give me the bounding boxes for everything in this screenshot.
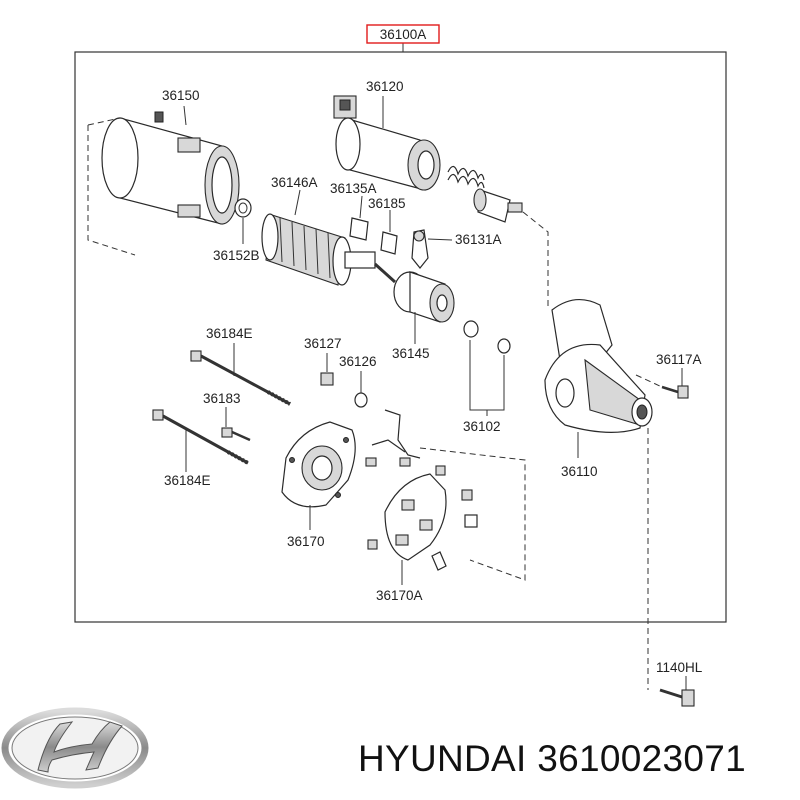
overrunning-clutch-part (393, 271, 455, 323)
screw-36183-part (221, 427, 251, 442)
bolt-1140hl-part (659, 688, 695, 707)
label-36145: 36145 (392, 346, 430, 361)
label-1140HL: 1140HL (656, 660, 703, 675)
plate-36135a-part (349, 217, 369, 241)
brand-part-number: HYUNDAI 3610023071 (358, 738, 746, 780)
label-36150: 36150 (162, 88, 200, 103)
solenoid-part (333, 95, 441, 191)
label-36184E-bottom: 36184E (164, 473, 211, 488)
label-36183: 36183 (203, 391, 241, 406)
shift-lever-part (411, 229, 429, 269)
plunger-part (473, 188, 523, 223)
through-bolt-bottom-part (152, 409, 249, 465)
label-36146A: 36146A (271, 175, 318, 190)
leader-36102 (469, 340, 505, 416)
label-36102: 36102 (463, 419, 501, 434)
label-36126: 36126 (339, 354, 377, 369)
label-36120: 36120 (366, 79, 404, 94)
brand-name: HYUNDAI (358, 738, 527, 779)
dash-plunger (522, 211, 549, 308)
label-36170A: 36170A (376, 588, 423, 603)
hyundai-logo (1, 707, 149, 789)
armature-part (261, 213, 397, 286)
label-36110: 36110 (561, 464, 598, 479)
plate-36185-part (380, 231, 398, 255)
leader-36131A (427, 238, 453, 241)
snap-ring-part (497, 338, 511, 354)
brush-lead-part (365, 409, 421, 467)
assembly-number: 36100A (380, 27, 427, 42)
assembly-frame (74, 51, 727, 623)
dash-brush (419, 447, 526, 581)
rear-bracket-part (281, 421, 356, 508)
label-36170: 36170 (287, 534, 325, 549)
brush-36170a-a-part (461, 489, 473, 501)
label-36131A: 36131A (455, 232, 502, 247)
brush-36170a-c-part (367, 539, 378, 550)
label-36117A: 36117A (656, 352, 702, 367)
leader-36135A (359, 195, 363, 219)
brush-36170a-b-part (464, 514, 478, 528)
label-36184E-top: 36184E (206, 326, 253, 341)
brush-holder-part (384, 465, 447, 561)
leader-36146A (294, 189, 301, 216)
part-number: 3610023071 (537, 738, 746, 779)
brush-spring-part (431, 551, 447, 571)
washer-36126-part (354, 392, 368, 408)
dash-yoke (87, 117, 136, 256)
yoke-housing-part (101, 111, 240, 225)
label-36152B: 36152B (213, 248, 260, 263)
label-36185: 36185 (368, 196, 406, 211)
stop-ring-part (463, 320, 479, 338)
assembly-number-box (366, 24, 440, 44)
through-bolt-top-part (190, 350, 291, 406)
dash-36117A (635, 374, 663, 388)
label-36135A: 36135A (330, 181, 377, 196)
screw-36117a-part (661, 385, 689, 399)
plunger-spring-part (447, 165, 485, 189)
label-36127: 36127 (304, 336, 342, 351)
leader-36150 (183, 105, 187, 126)
nut-36127-part (320, 372, 334, 386)
front-bracket-part (544, 299, 653, 433)
